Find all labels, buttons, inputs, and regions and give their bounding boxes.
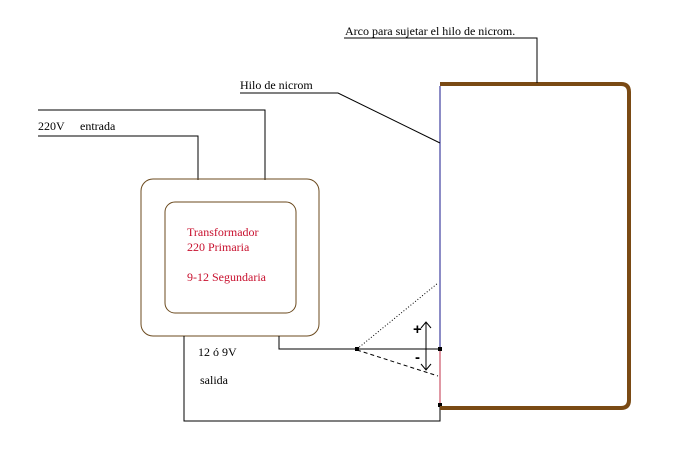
transformer-title: Transformador — [187, 225, 259, 239]
output-label: salida — [200, 373, 229, 387]
bow-label: Arco para sujetar el hilo de nicrom. — [345, 24, 515, 38]
secondary-label: 9-12 Segundaria — [187, 270, 267, 284]
minus-sign: - — [415, 349, 420, 366]
input-wire-2 — [38, 135, 199, 180]
bow-callout-line — [344, 37, 538, 83]
bow-frame — [440, 82, 631, 410]
wire-junction — [438, 347, 442, 351]
slider-upper-position — [356, 282, 439, 350]
input-label: entrada — [80, 119, 116, 133]
transformer-outer — [140, 178, 320, 337]
nichrome-label: Hilo de nicrom — [240, 78, 313, 92]
arrow-head-down-icon — [420, 363, 432, 371]
output-wire-left — [183, 336, 441, 422]
nichrome-callout-line — [240, 92, 441, 144]
primary-label: 220 Primaria — [187, 240, 250, 254]
transformer-core — [164, 201, 297, 314]
slider-lower-position — [356, 349, 439, 377]
wire-junction — [438, 403, 442, 407]
output-voltage-label: 12 ó 9V — [198, 345, 237, 359]
output-wire-right — [278, 336, 440, 350]
plus-sign: + — [413, 321, 422, 338]
arrow-head-up-icon — [420, 321, 432, 329]
input-voltage-label: 220V — [38, 119, 65, 133]
input-wire-1 — [38, 109, 266, 180]
